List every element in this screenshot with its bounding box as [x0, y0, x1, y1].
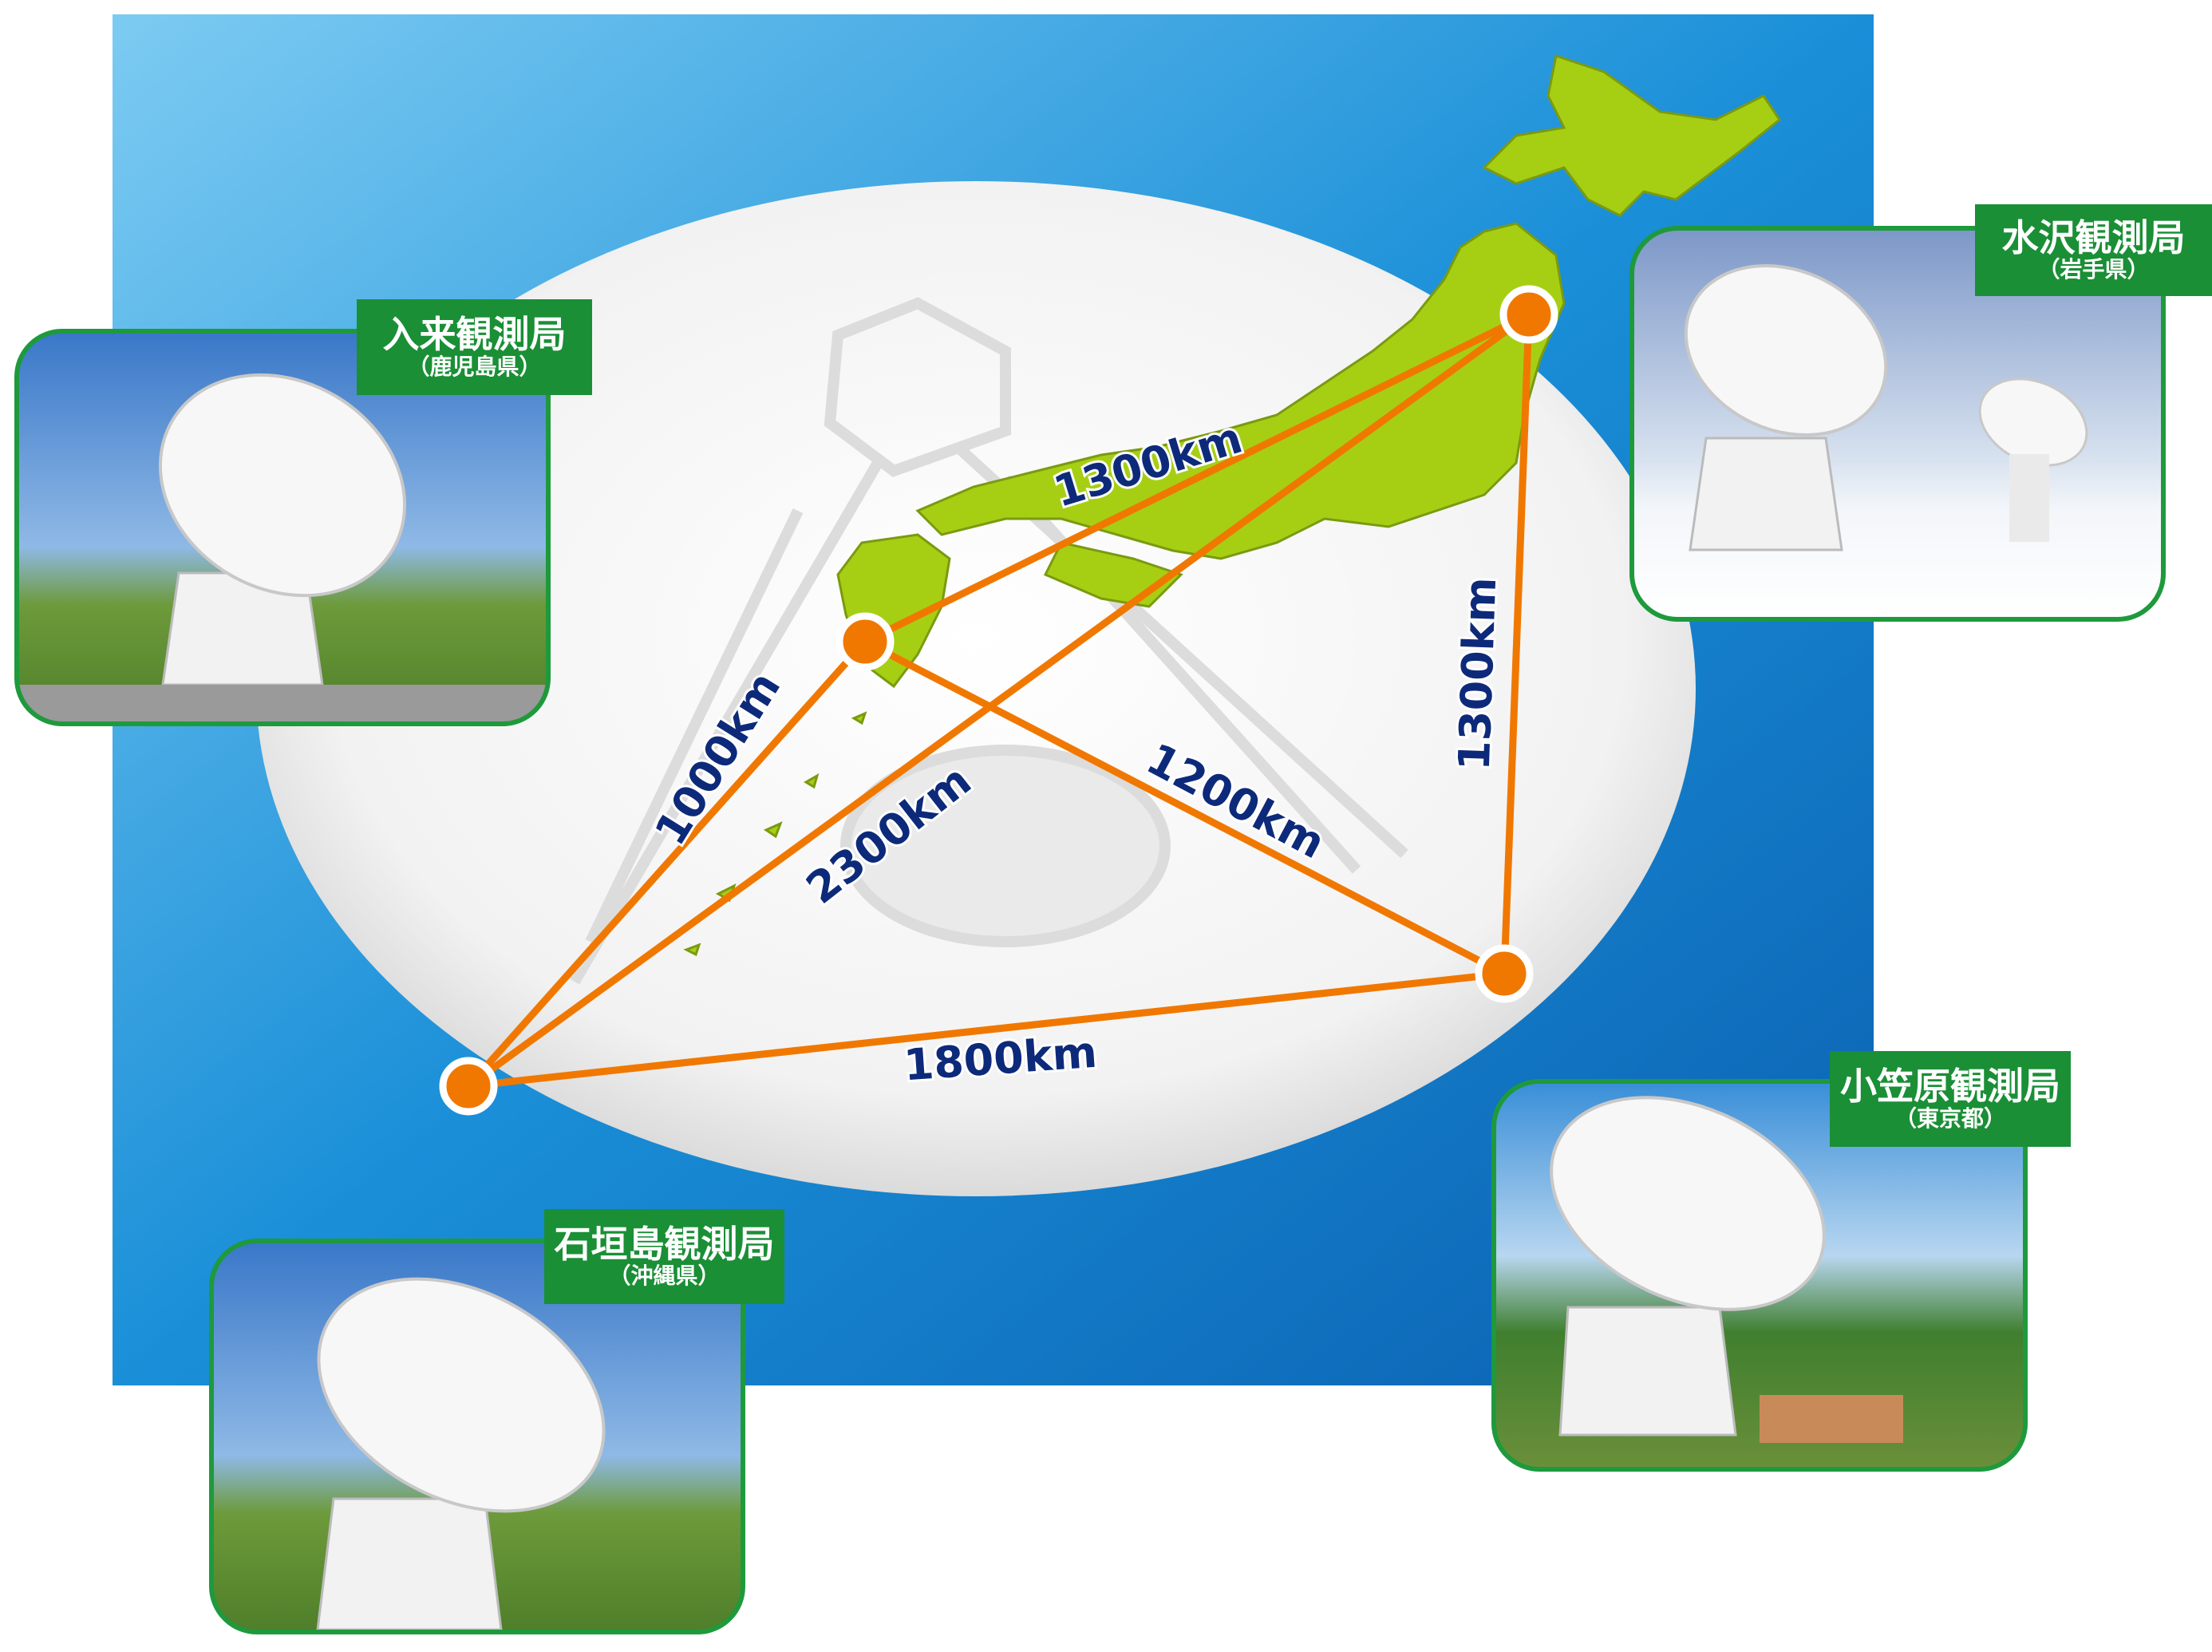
- marker-iriki[interactable]: [835, 612, 895, 671]
- marker-mizusawa[interactable]: [1499, 285, 1558, 344]
- marker-ogasawara[interactable]: [1475, 944, 1534, 1003]
- station-prefecture: （沖縄県）: [608, 1263, 721, 1290]
- hokkaido: [1482, 54, 1782, 217]
- marker-ishigaki[interactable]: [439, 1057, 498, 1116]
- station-name: 石垣島観測局: [554, 1222, 775, 1266]
- station-name: 小笠原観測局: [1840, 1065, 2060, 1109]
- distance-mizusawa-ogasawara: 1300km: [1449, 576, 1506, 772]
- baseline-ishigaki-mizusawa: [466, 311, 1531, 1089]
- radio-telescope-icon: [19, 373, 546, 721]
- baseline-ishigaki-ogasawara: [468, 970, 1505, 1090]
- photo-iriki: [14, 329, 551, 726]
- photo-mizusawa: [1629, 226, 2166, 622]
- telescope-watermark: [569, 297, 1408, 985]
- photo-ishigaki: [209, 1239, 745, 1634]
- baseline-iriki-mizusawa: [863, 310, 1531, 646]
- station-label-ishigaki: 石垣島観測局 （沖縄県）: [544, 1209, 784, 1304]
- station-prefecture: （東京都）: [1894, 1105, 2006, 1132]
- station-prefecture: （鹿児島県）: [407, 353, 542, 380]
- station-prefecture: （岩手県）: [2037, 256, 2150, 283]
- station-label-iriki: 入来観測局 （鹿児島県）: [357, 299, 592, 395]
- station-name: 入来観測局: [382, 313, 567, 357]
- radio-telescope-icon: [316, 1277, 606, 1630]
- japan-map: [683, 54, 1782, 957]
- baseline-iriki-ogasawara: [863, 638, 1507, 977]
- baseline-iriki-ishigaki: [465, 639, 868, 1089]
- station-label-mizusawa: 水沢観測局 （岩手県）: [1975, 204, 2212, 296]
- baselines: [465, 310, 1533, 1090]
- radio-telescope-icon: [1550, 1096, 1903, 1443]
- baseline-mizusawa-ogasawara: [1500, 314, 1533, 974]
- station-name: 水沢観測局: [2001, 215, 2186, 259]
- radio-telescope-icon: [1684, 264, 2088, 551]
- station-markers: [439, 285, 1558, 1116]
- photo-ogasawara: [1491, 1079, 2028, 1472]
- station-label-ogasawara: 小笠原観測局 （東京都）: [1830, 1051, 2071, 1147]
